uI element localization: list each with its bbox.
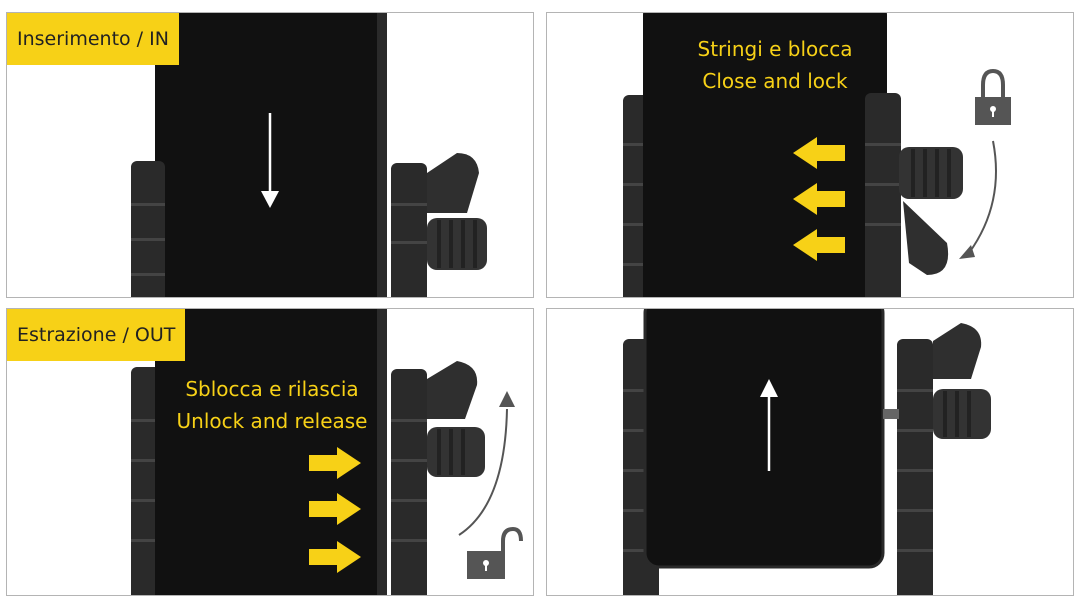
panel-extract-illustration (131, 309, 523, 595)
panel-insert-illustration (131, 13, 487, 297)
holder-post-right (897, 339, 933, 595)
holder-post-right (391, 163, 427, 297)
holder-post-right (391, 369, 427, 595)
phone (643, 13, 887, 297)
phone-edge (377, 13, 387, 297)
yellow-arrow-left-icon (793, 137, 845, 169)
panel-lock-illustration (623, 13, 1011, 297)
lever (933, 323, 982, 379)
panel-insert: Inserimento / IN (6, 12, 534, 298)
phone (155, 309, 387, 595)
yellow-arrow-left-icon (793, 183, 845, 215)
yellow-arrow-right-icon (309, 541, 361, 573)
holder-post-left (131, 161, 165, 297)
holder-post-right (865, 93, 901, 297)
lever (427, 361, 478, 419)
tag-insert: Inserimento / IN (7, 13, 179, 65)
phone (643, 309, 885, 569)
phone-edge (377, 309, 387, 595)
yellow-arrow-right-icon (309, 447, 361, 479)
curved-arrow-icon (959, 140, 997, 259)
panel-extract: Estrazione / OUT Sblocca e rilascia Unlo… (6, 308, 534, 596)
lever (427, 153, 479, 213)
padlock-open-icon (467, 526, 523, 579)
yellow-arrow-right-icon (309, 493, 361, 525)
panel-release-illustration (623, 309, 991, 595)
tag-extract: Estrazione / OUT (7, 309, 186, 361)
caption-extract-line-2: Unlock and release (176, 409, 368, 433)
caption-lock: Stringi e blocca Close and lock (675, 33, 875, 97)
panel-release (546, 308, 1074, 596)
caption-lock-line-2: Close and lock (702, 69, 848, 93)
knob (933, 389, 991, 439)
caption-extract: Sblocca e rilascia Unlock and release (157, 373, 387, 437)
padlock-closed-icon (975, 68, 1011, 125)
knob (427, 427, 485, 477)
caption-extract-line-1: Sblocca e rilascia (185, 377, 359, 401)
knob (427, 218, 487, 270)
arrow-up-icon (760, 379, 778, 471)
lever (903, 201, 949, 275)
curved-arrow-icon (458, 391, 515, 536)
panel-lock: Stringi e blocca Close and lock (546, 12, 1074, 298)
spring-rod (883, 409, 899, 419)
yellow-arrow-left-icon (793, 229, 845, 261)
knob (899, 147, 963, 199)
arrow-down-icon (261, 113, 279, 208)
caption-lock-line-1: Stringi e blocca (697, 37, 853, 61)
